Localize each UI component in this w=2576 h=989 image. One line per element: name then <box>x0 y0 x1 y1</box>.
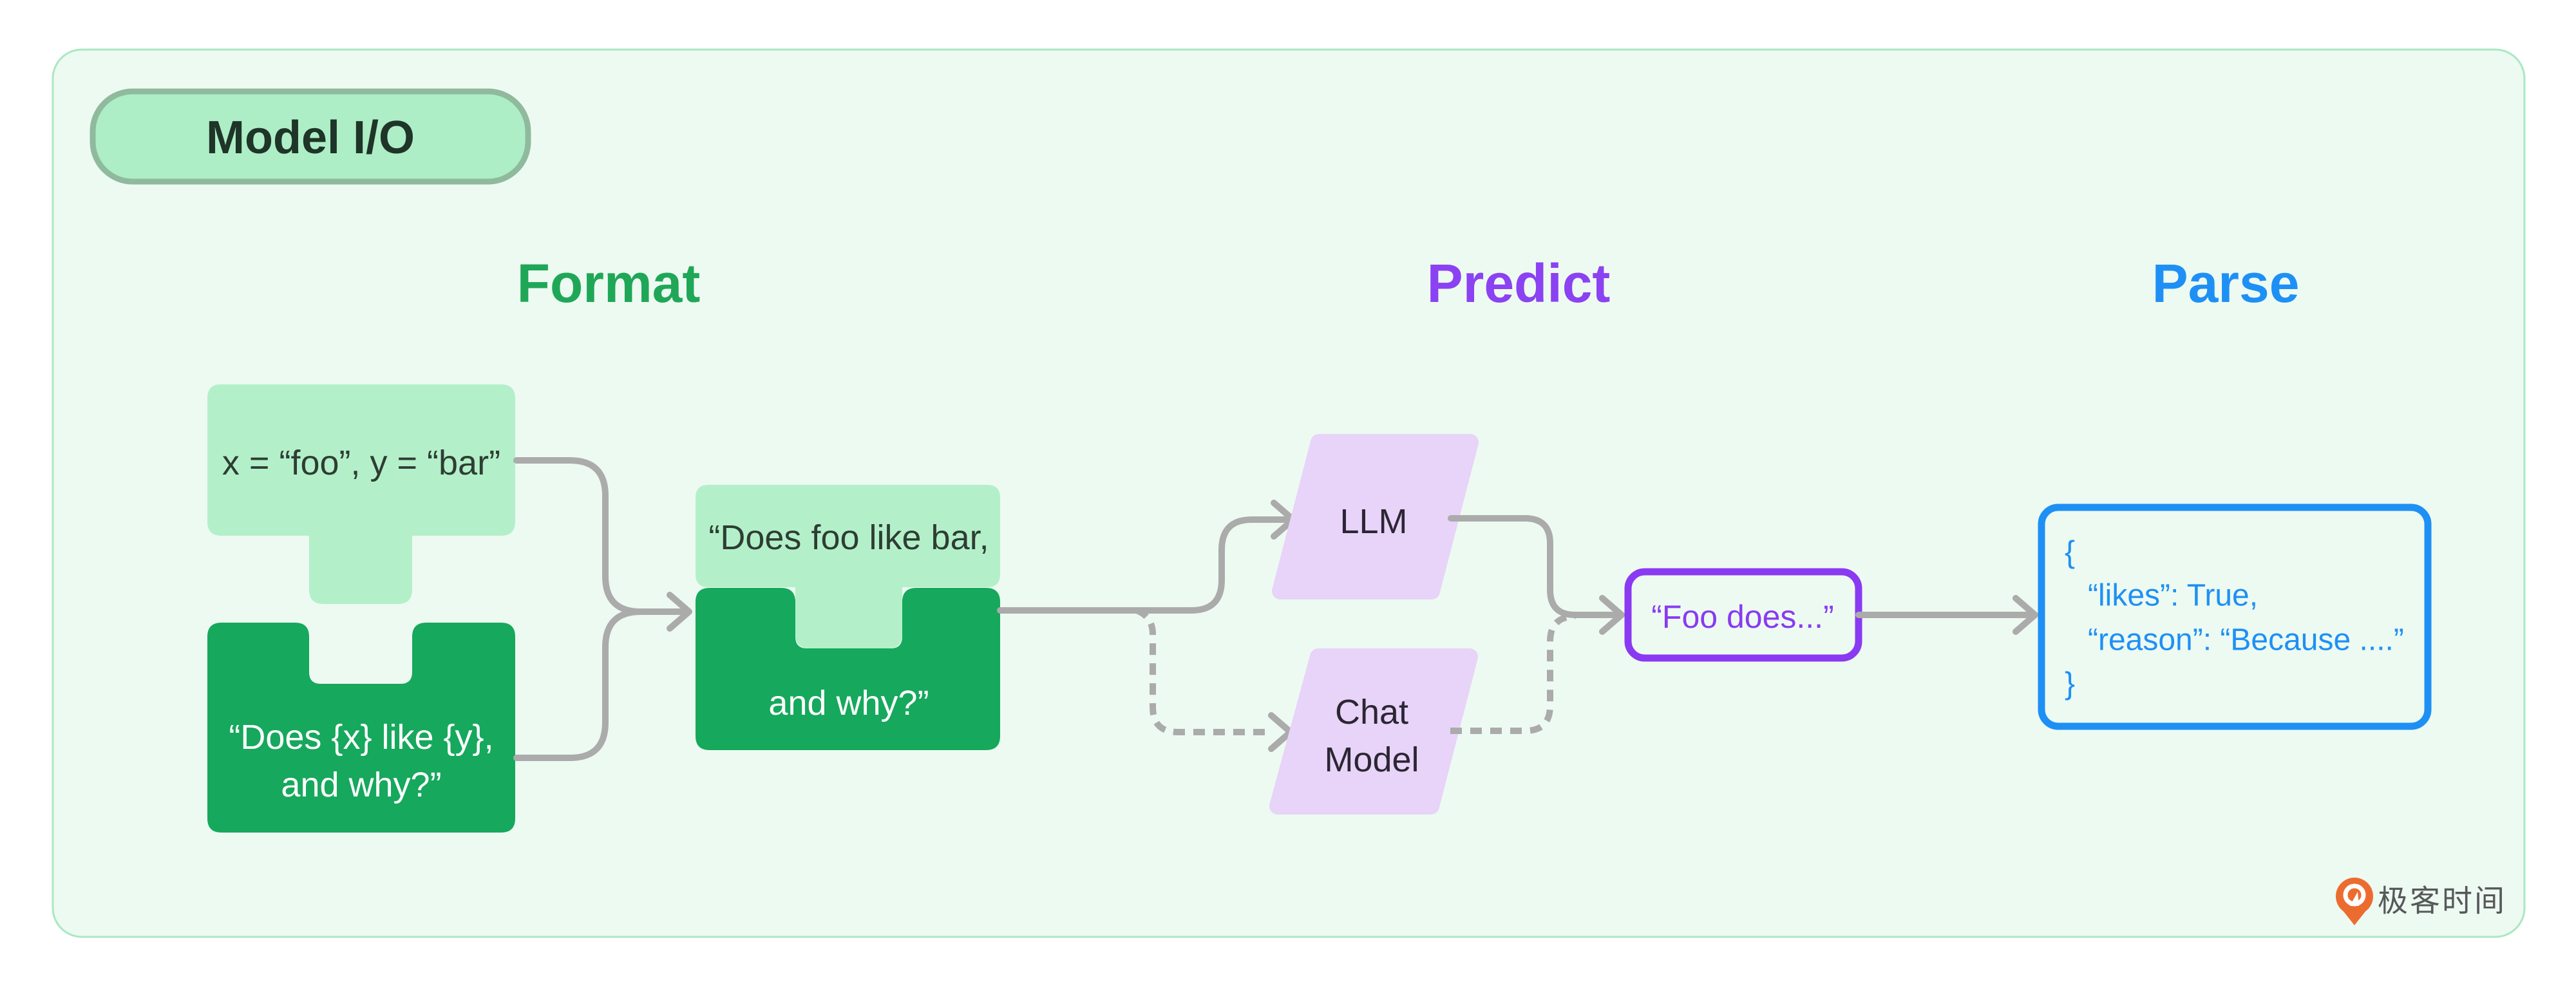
chat-model-node: Chat Model <box>1269 648 1478 815</box>
llm-node: LLM <box>1272 434 1479 599</box>
connector-llm-to-output <box>1448 515 1625 635</box>
chat-model-line2: Model <box>1324 740 1419 779</box>
badge-shape <box>90 88 531 185</box>
values-piece-shape <box>207 384 515 604</box>
prompt-top-shape <box>696 485 1000 648</box>
arrow-head <box>667 592 692 632</box>
connector-output-to-parsed <box>1855 595 2038 635</box>
llm-label: LLM <box>1340 502 1407 541</box>
connector-values-to-prompt <box>513 457 687 615</box>
parsed-json-line3: “reason”: “Because ....” <box>2088 623 2404 657</box>
values-piece-text: x = “foo”, y = “bar” <box>222 444 500 482</box>
template-piece-shape <box>207 623 515 833</box>
template-puzzle-piece: “Does {x} like {y}, and why?” <box>207 623 515 833</box>
parsed-json-line4: } <box>2065 667 2075 701</box>
parsed-json-line1: { <box>2065 536 2075 570</box>
parsed-result-box: { “likes”: True, “reason”: “Because ....… <box>2038 504 2432 730</box>
parsed-json-line2: “likes”: True, <box>2088 579 2258 613</box>
prompt-line2: and why?” <box>768 684 929 722</box>
template-piece-line1: “Does {x} like {y}, <box>229 718 493 757</box>
geektime-pin-icon <box>2336 878 2373 925</box>
connector-chat-model-to-output <box>1450 613 1576 734</box>
model-output-text: “Foo does...” <box>1651 599 1833 635</box>
values-puzzle-piece: x = “foo”, y = “bar” <box>207 384 515 604</box>
header-parse: Parse <box>2152 253 2300 314</box>
geektime-logo: 极客时间 <box>2336 878 2506 925</box>
model-io-badge: Model I/O <box>90 88 531 185</box>
connector-template-to-prompt <box>513 592 692 761</box>
parsed-result-shape <box>2038 504 2432 730</box>
prompt-bottom-shape <box>696 588 1000 750</box>
header-format: Format <box>517 253 701 314</box>
header-predict: Predict <box>1427 253 1611 314</box>
chat-model-line1: Chat <box>1335 693 1408 731</box>
prompt-line1: “Does foo like bar, <box>708 518 989 557</box>
arrow-head <box>2012 595 2038 635</box>
llm-shape <box>1272 434 1479 599</box>
template-piece-line2: and why?” <box>281 766 441 804</box>
badge-label: Model I/O <box>206 112 415 164</box>
diagram-panel <box>52 48 2526 938</box>
geektime-brand-text: 极客时间 <box>2378 884 2506 918</box>
arrow-head <box>1599 595 1625 635</box>
formatted-prompt-piece: “Does foo like bar, and why?” <box>696 485 1000 750</box>
chat-model-shape <box>1269 648 1478 815</box>
